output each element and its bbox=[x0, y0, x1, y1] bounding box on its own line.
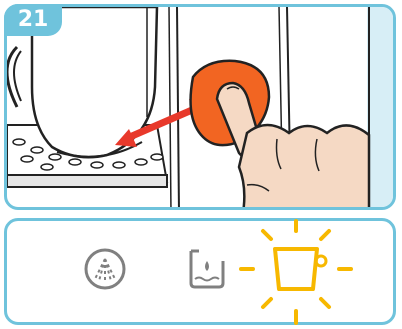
step-illustration bbox=[7, 7, 396, 210]
water-tank-icon bbox=[187, 247, 227, 291]
steam-icon bbox=[83, 247, 127, 291]
step-number-badge: 21 bbox=[4, 4, 62, 36]
indicator-panel bbox=[4, 218, 396, 325]
pointing-finger-icon bbox=[217, 83, 369, 210]
illustration-panel bbox=[4, 4, 396, 210]
machine-side-panel bbox=[367, 7, 396, 210]
cup-icon bbox=[233, 217, 359, 329]
